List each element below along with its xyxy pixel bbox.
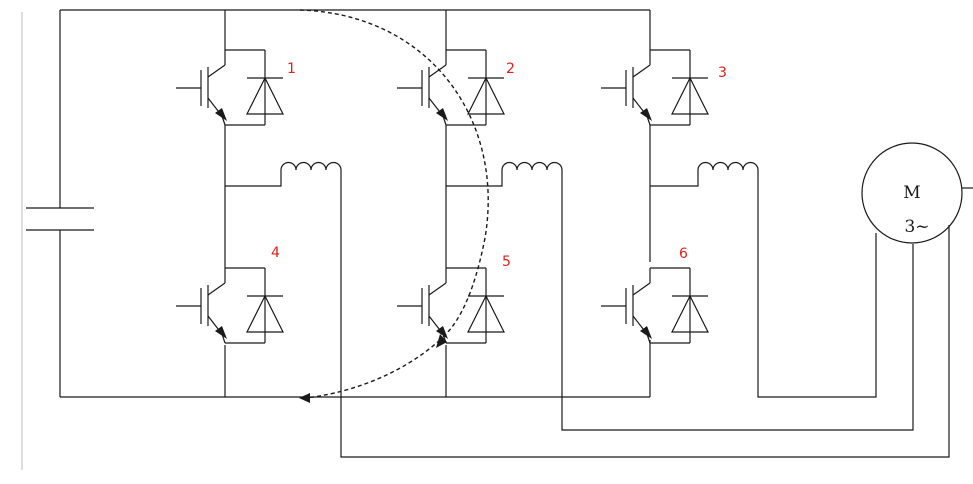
phase-output-b (446, 161, 914, 431)
switch-label-1: 1 (287, 61, 296, 77)
emitter-arrow (640, 326, 652, 339)
emitter-arrow (436, 108, 448, 121)
current-flow-path (299, 9, 489, 403)
switch-5 (397, 267, 505, 344)
switch-labels: 1 2 3 4 5 6 (271, 61, 727, 270)
emitter-arrow (640, 108, 652, 121)
phase-output-c (650, 161, 877, 398)
inductor-b (501, 161, 563, 171)
inductor-a (280, 161, 342, 171)
switch-label-5: 5 (502, 254, 511, 270)
dc-capacitor (26, 207, 94, 231)
dc-bus (59, 9, 650, 398)
phase-leg-wires (224, 10, 651, 397)
diode (467, 76, 505, 115)
switch-label-4: 4 (271, 245, 280, 261)
switch-3 (601, 49, 709, 126)
switch-label-3: 3 (718, 65, 727, 81)
switch-6 (601, 267, 709, 344)
switch-label-6: 6 (679, 246, 688, 262)
switch-4 (176, 267, 284, 344)
motor-label-phase: 3~ (904, 217, 929, 237)
switch-group (176, 49, 709, 344)
phase-output-a (225, 161, 950, 458)
diode (671, 76, 709, 115)
switch-label-2: 2 (506, 61, 515, 77)
switch-1 (176, 49, 284, 126)
switch-2 (397, 49, 505, 126)
emitter-arrow (215, 326, 227, 339)
inductor-c (697, 161, 759, 171)
diode (467, 294, 505, 333)
flow-arrowhead-middle (436, 334, 447, 348)
motor-3-phase: M 3~ (861, 142, 973, 244)
flow-arrowhead-end (299, 393, 310, 403)
emitter-arrow (215, 108, 227, 121)
diode (246, 294, 284, 333)
motor-label-m: M (903, 183, 920, 203)
diode (671, 294, 709, 333)
diode (246, 76, 284, 115)
